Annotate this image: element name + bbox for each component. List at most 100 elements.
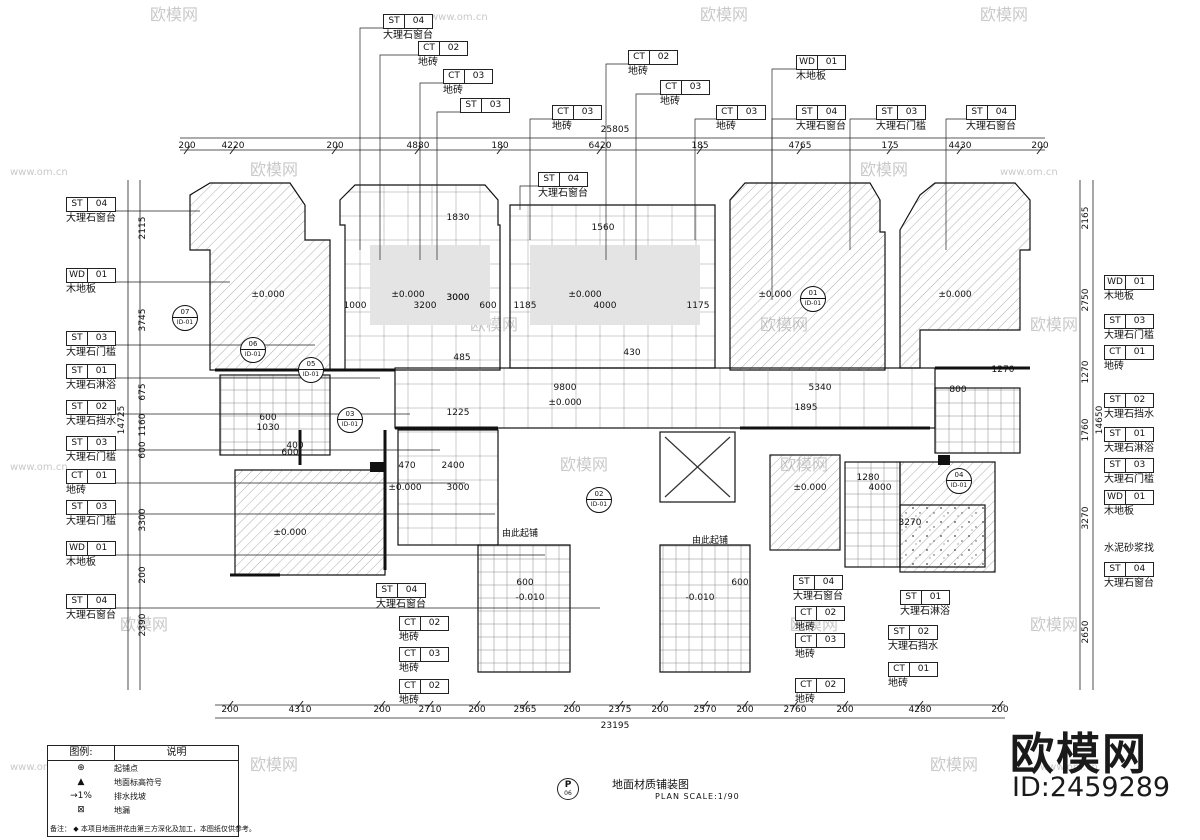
- material-number: 01: [1133, 492, 1146, 502]
- start-point-note: 由此起铺: [692, 534, 728, 546]
- watermark-url: www.om.cn: [10, 167, 68, 178]
- material-code: CT: [717, 106, 738, 119]
- dimension-total: 25805: [601, 125, 630, 135]
- material-number: 01: [95, 543, 108, 553]
- material-name: 地砖: [399, 695, 419, 706]
- dimension-label: 2375: [609, 705, 632, 715]
- section-number: 05: [299, 358, 323, 370]
- material-number: 03: [1133, 316, 1146, 326]
- material-name: 大理石窗台: [383, 30, 433, 41]
- dimension-label: 4000: [869, 483, 892, 493]
- dimension-label: 3270: [1081, 506, 1091, 529]
- material-code: CT: [629, 51, 650, 64]
- level-mark: ±0.000: [391, 290, 425, 300]
- material-name: 木地板: [1104, 291, 1134, 302]
- dimension-label: 600: [138, 441, 148, 458]
- dimension-label: 800: [949, 385, 966, 395]
- legend-symbol: ⊕: [77, 763, 85, 773]
- section-sheet: ID-01: [804, 300, 822, 307]
- material-number: 02: [657, 52, 670, 62]
- material-number: 01: [1133, 347, 1146, 357]
- material-code: CT: [67, 470, 88, 483]
- level-mark: -0.010: [685, 593, 714, 603]
- material-name: 地砖: [443, 85, 463, 96]
- dimension-label: 1030: [257, 423, 280, 433]
- material-name: 大理石窗台: [538, 188, 588, 199]
- plan-mark-letter: P: [564, 780, 572, 790]
- dimension-label: 485: [453, 353, 470, 363]
- material-code: WD: [797, 56, 818, 69]
- dimension-label: 3000: [447, 483, 470, 493]
- material-code: WD: [67, 542, 88, 555]
- material-name: 大理石窗台: [966, 121, 1016, 132]
- dimension-label: 14725: [117, 406, 127, 435]
- material-name: 地砖: [888, 678, 908, 689]
- legend-desc: 地面标高符号: [114, 777, 162, 787]
- material-name: 大理石窗台: [376, 599, 426, 610]
- dimension-label: 200: [651, 705, 668, 715]
- level-mark: -0.010: [515, 593, 544, 603]
- level-mark: ±0.000: [758, 290, 792, 300]
- material-code-box: WD 01: [796, 55, 846, 70]
- dimension-label: 1000: [344, 301, 367, 311]
- dimension-label: 600: [516, 578, 533, 588]
- material-name: 大理石窗台: [66, 610, 116, 621]
- dimension-label: 4220: [222, 141, 245, 151]
- dimension-label: 185: [691, 141, 708, 151]
- material-code: ST: [1105, 563, 1126, 576]
- dimension-label: 2760: [784, 705, 807, 715]
- material-number: 03: [95, 502, 108, 512]
- dimension-label: 175: [881, 141, 898, 151]
- material-code: ST: [67, 595, 88, 608]
- material-code: CT: [1105, 346, 1126, 359]
- legend-header: 图例: 说明: [48, 746, 238, 761]
- material-name: 大理石窗台: [1104, 578, 1154, 589]
- brand-logo-text: 欧模网: [1010, 729, 1148, 780]
- legend-row: →1%排水找坡: [48, 789, 238, 803]
- start-point-note: 由此起铺: [502, 527, 538, 539]
- material-name: 大理石淋浴: [1104, 443, 1154, 454]
- material-code: CT: [444, 70, 465, 83]
- dimension-label: 1270: [992, 365, 1015, 375]
- legend-table: 图例: 说明 ⊕起铺点 ▲地面标高符号 →1%排水找坡 ⊠地漏 备注： ◆ 本项…: [47, 745, 256, 837]
- material-code: CT: [661, 81, 682, 94]
- material-number: 04: [567, 174, 580, 184]
- legend-desc-header: 说明: [166, 747, 187, 758]
- material-number: 01: [825, 57, 838, 67]
- material-name: 木地板: [66, 557, 96, 568]
- material-number: 03: [824, 635, 837, 645]
- level-mark: ±0.000: [251, 290, 285, 300]
- material-code-box: WD 01: [66, 541, 116, 556]
- dimension-label: 4310: [289, 705, 312, 715]
- dimension-label: 1175: [687, 301, 710, 311]
- material-number: 04: [822, 577, 835, 587]
- material-number: 04: [95, 199, 108, 209]
